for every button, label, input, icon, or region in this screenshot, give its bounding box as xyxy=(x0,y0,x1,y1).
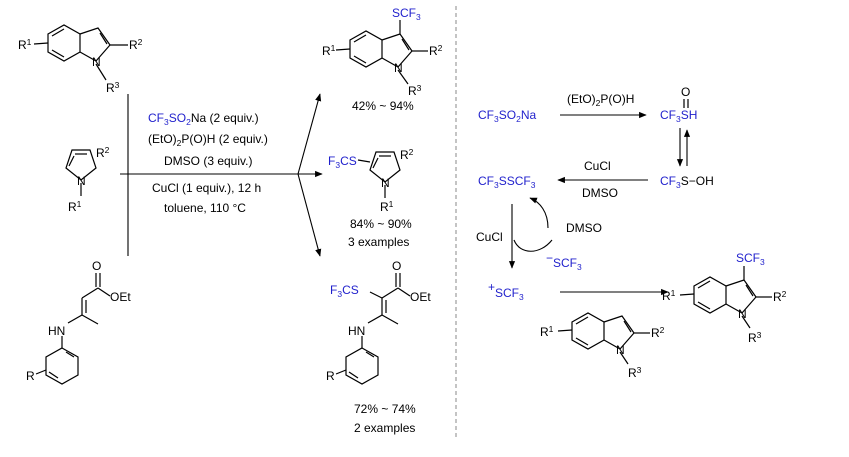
svg-text:CuCl: CuCl xyxy=(584,159,611,173)
svg-text:R1: R1 xyxy=(380,199,394,214)
svg-text:(EtO)2P(O)H (2 equiv.): (EtO)2P(O)H (2 equiv.) xyxy=(148,132,268,148)
svg-text:O: O xyxy=(681,85,690,99)
svg-text:N: N xyxy=(394,61,403,75)
product-indole: SCF3 R1 R2 N R3 42% ~ 94% xyxy=(322,6,443,113)
svg-text:toluene, 110 °C: toluene, 110 °C xyxy=(164,201,246,215)
substrate-pyrrole: R2 N R1 xyxy=(65,145,110,214)
mech-cation: +SCF3 xyxy=(488,280,524,302)
svg-text:R1: R1 xyxy=(662,288,676,303)
svg-text:R3: R3 xyxy=(748,330,762,345)
svg-text:HN: HN xyxy=(348,324,365,338)
svg-text:F3CS: F3CS xyxy=(328,154,357,170)
svg-text:DMSO: DMSO xyxy=(566,221,602,235)
svg-text:DMSO (3 equiv.): DMSO (3 equiv.) xyxy=(164,154,252,168)
svg-text:N: N xyxy=(381,176,390,190)
mech-sulfenic: CF3S−OH xyxy=(660,174,714,190)
svg-text:O: O xyxy=(392,259,401,273)
mech-disulfide: CF3SSCF3 xyxy=(478,174,536,190)
svg-text:N: N xyxy=(77,174,86,188)
svg-text:R3: R3 xyxy=(106,80,120,95)
svg-text:N: N xyxy=(738,307,747,321)
svg-text:CuCl (1 equiv.), 12 h: CuCl (1 equiv.), 12 h xyxy=(152,181,261,195)
mechanism: CF3SO2Na (EtO)2P(O)H O CF3SH CF3S−OH CuC… xyxy=(476,85,787,380)
svg-text:R1: R1 xyxy=(68,199,82,214)
mech-anion: −SCF3 xyxy=(546,251,582,272)
svg-text:DMSO: DMSO xyxy=(582,186,618,200)
svg-text:N: N xyxy=(92,55,101,69)
mech-product: SCF3 R1 R2 N R3 xyxy=(662,251,787,345)
svg-text:R: R xyxy=(26,369,35,383)
svg-text:R: R xyxy=(326,369,335,383)
svg-text:SCF3: SCF3 xyxy=(736,251,765,267)
svg-text:R2: R2 xyxy=(129,37,143,52)
svg-text:SCF3: SCF3 xyxy=(392,6,421,22)
yield-enamine: 72% ~ 74% xyxy=(354,402,416,416)
svg-text:R2: R2 xyxy=(96,145,110,160)
svg-text:R2: R2 xyxy=(429,43,443,58)
svg-text:OEt: OEt xyxy=(110,290,131,304)
svg-text:CF3SO2Na (2 equiv.): CF3SO2Na (2 equiv.) xyxy=(148,111,259,127)
svg-text:O: O xyxy=(92,259,101,273)
svg-text:CuCl: CuCl xyxy=(476,230,503,244)
substrate-enamine: O OEt HN R xyxy=(26,259,131,385)
svg-text:R1: R1 xyxy=(18,37,32,52)
svg-text:R2: R2 xyxy=(773,289,787,304)
svg-text:F3CS: F3CS xyxy=(330,283,359,299)
reaction-arrows xyxy=(120,93,323,257)
svg-text:OEt: OEt xyxy=(410,290,431,304)
svg-text:N: N xyxy=(616,343,625,357)
svg-text:R1: R1 xyxy=(322,43,336,58)
svg-text:R2: R2 xyxy=(651,325,665,340)
substrate-indole: R1 R2 N R3 xyxy=(18,24,143,95)
product-pyrrole: F3CS R2 N R1 84% ~ 90% 3 examples xyxy=(328,147,414,249)
mech-indole-reagent: R1 R2 N R3 xyxy=(540,312,665,380)
mech-reagent: (EtO)2P(O)H xyxy=(567,92,634,108)
product-enamine: F3CS O OEt HN R 72% ~ 74% 2 examples xyxy=(326,259,431,435)
yield-indole: 42% ~ 94% xyxy=(352,99,414,113)
svg-text:R3: R3 xyxy=(628,365,642,380)
svg-text:HN: HN xyxy=(48,324,65,338)
examples-enamine: 2 examples xyxy=(354,421,415,435)
svg-text:R3: R3 xyxy=(408,83,422,98)
mech-sulfinic: CF3SH xyxy=(660,108,697,124)
reaction-conditions: CF3SO2Na (2 equiv.) (EtO)2P(O)H (2 equiv… xyxy=(148,111,268,215)
svg-text:R1: R1 xyxy=(540,324,554,339)
mech-start: CF3SO2Na xyxy=(478,108,536,124)
yield-pyrrole: 84% ~ 90% xyxy=(350,217,412,231)
examples-pyrrole: 3 examples xyxy=(348,235,409,249)
svg-text:R2: R2 xyxy=(400,147,414,162)
